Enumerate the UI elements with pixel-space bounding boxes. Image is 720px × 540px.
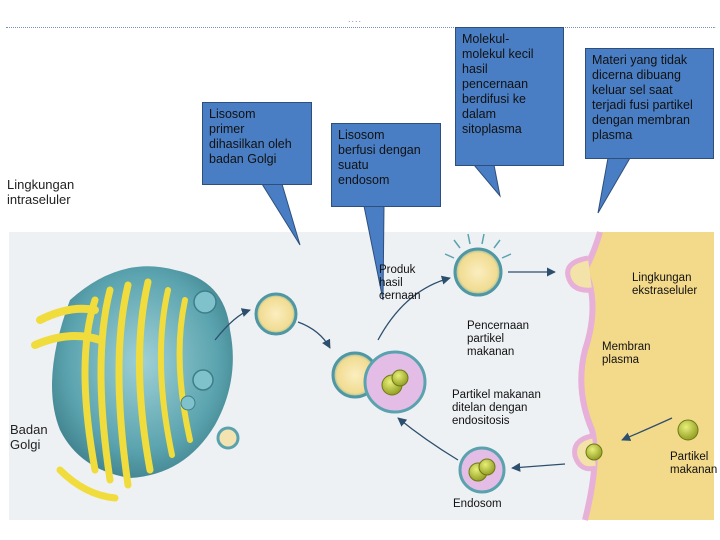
arrow-particle-to-membrane (621, 417, 673, 441)
arrow-golgi-to-lysosome (214, 308, 251, 341)
corner-mark: . (713, 20, 716, 30)
callout-tail-materi (597, 157, 631, 214)
exocytosis-bud (565, 255, 593, 293)
arrow-endosome-to-fusion (397, 417, 459, 461)
label-endosom: Endosom (453, 498, 502, 510)
callout-lisosom-endosom: Lisosom berfusi dengan suatu endosom (331, 123, 441, 207)
golgi-body (31, 266, 240, 502)
food-particle-outside (677, 419, 699, 441)
top-marker: .... (348, 14, 363, 24)
extracellular-region (581, 232, 714, 520)
callout-tail-molekul (472, 164, 501, 198)
endosome (458, 446, 506, 494)
food-in-bud (585, 443, 603, 461)
callout-tail-primer (261, 183, 301, 246)
fusing-lysosome-endosome (331, 350, 427, 414)
label-pencernaan: Pencernaan partikel makanan (467, 320, 530, 358)
callout-molekul: Molekul- molekul kecil hasil pencernaan … (455, 27, 564, 166)
label-partikel-ditelan: Partikel makanan ditelan dengan endosito… (452, 389, 541, 427)
arrow-lysosome-to-fusion (297, 321, 331, 349)
callout-materi: Materi yang tidak dicerna dibuang keluar… (585, 48, 714, 159)
label-partikel: Partikel makanan (670, 451, 718, 476)
label-ekstraseluler: Lingkungan ekstraseluler (632, 272, 698, 297)
top-divider (6, 27, 714, 28)
label-membran: Membran plasma (602, 341, 651, 366)
label-produk: Produk hasil cernaan (379, 264, 421, 302)
label-badan-golgi: Badan Golgi (10, 422, 48, 452)
arrow-bud-to-endosome (511, 462, 566, 472)
callout-lisosom-primer: Lisosom primer dihasilkan oleh badan Gol… (202, 102, 312, 185)
digestion-vesicle (444, 233, 512, 297)
label-intraseluler: Lingkungan intraseluler (7, 177, 75, 207)
arrow-fusion-to-digestion (377, 275, 451, 341)
primary-lysosome (254, 292, 298, 336)
